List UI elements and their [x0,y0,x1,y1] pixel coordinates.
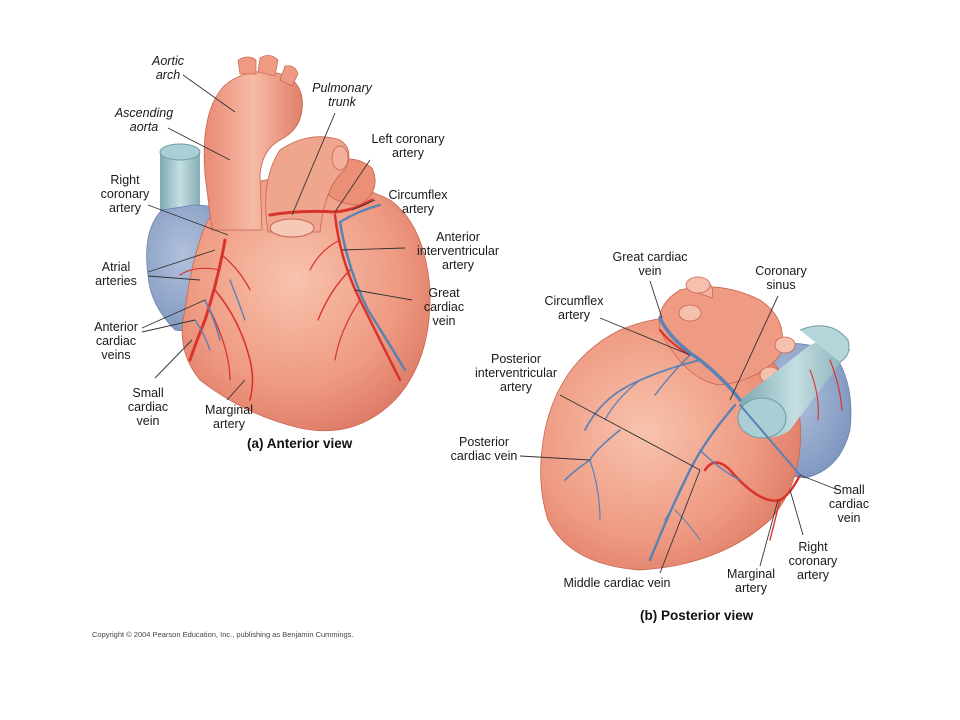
label-small-cardiac-vein-posterior: Small cardiac vein [828,483,870,525]
label-great-cardiac-vein-posterior: Great cardiac vein [612,250,688,278]
label-marginal-artery-posterior: Marginal artery [727,567,775,595]
anterior-coronary-arteries [179,198,402,401]
inferior-vena-cava [737,325,850,439]
copyright-notice: Copyright © 2004 Pearson Education, Inc.… [92,630,354,639]
label-circumflex-artery-posterior: Circumflex artery [544,294,604,322]
label-coronary-sinus: Coronary sinus [755,264,807,292]
anterior-leader-lines [141,74,413,401]
label-aortic-arch: Aortic arch [152,54,184,82]
posterior-heart [540,276,852,571]
label-posterior-interventricular-artery: Posterior interventricular artery [475,352,557,394]
label-right-coronary-artery-anterior: Right coronary artery [100,173,150,215]
label-great-cardiac-vein-anterior: Great cardiac vein [423,286,465,328]
posterior-cardiac-veins-lines [564,316,801,562]
label-posterior-cardiac-vein: Posterior cardiac vein [450,435,518,463]
label-marginal-artery-anterior: Marginal artery [205,403,253,431]
anterior-heart [146,55,431,432]
label-anterior-cardiac-veins: Anterior cardiac veins [94,320,138,362]
label-left-coronary-artery: Left coronary artery [371,132,445,160]
anterior-cardiac-veins-lines [194,203,407,372]
label-atrial-arteries: Atrial arteries [95,260,137,288]
caption-posterior-view: (b) Posterior view [640,608,754,623]
label-ascending-aorta: Ascending aorta [114,106,174,134]
posterior-leader-lines [519,280,839,574]
caption-anterior-view: (a) Anterior view [247,436,353,451]
label-pulmonary-trunk: Pulmonary trunk [312,81,372,109]
superior-vena-cava [159,143,201,216]
aorta [203,55,303,231]
pulmonary-trunk [265,136,350,238]
label-circumflex-artery-anterior: Circumflex artery [388,188,448,216]
label-middle-cardiac-vein: Middle cardiac vein [563,576,671,590]
label-right-coronary-artery-posterior: Right coronary artery [788,540,838,582]
label-anterior-interventricular-artery: Anterior interventricular artery [417,230,499,272]
label-small-cardiac-vein-anterior: Small cardiac vein [127,386,169,428]
